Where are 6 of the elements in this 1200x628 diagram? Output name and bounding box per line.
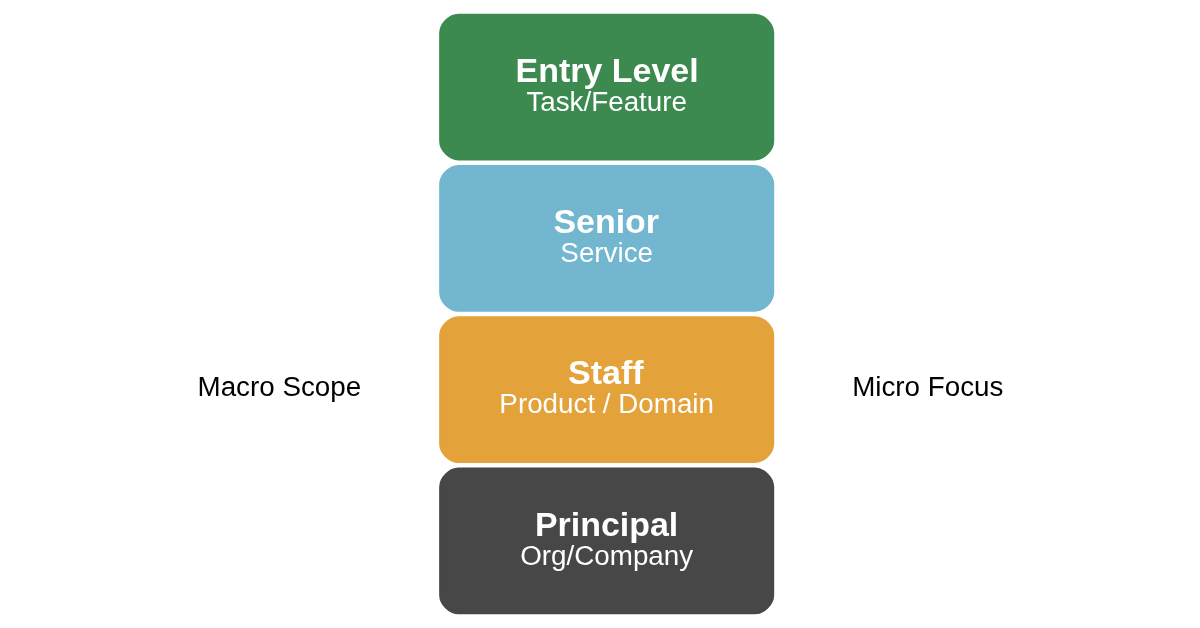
node-box: Principal Org/Company xyxy=(438,467,774,615)
node-box: Entry Level Task/Feature xyxy=(438,13,774,161)
label: Micro Focus xyxy=(851,371,1003,403)
node-box: Senior Service xyxy=(438,165,774,312)
node-box: Staff Product / Domain xyxy=(438,316,774,463)
label: Macro Scope xyxy=(197,371,361,403)
